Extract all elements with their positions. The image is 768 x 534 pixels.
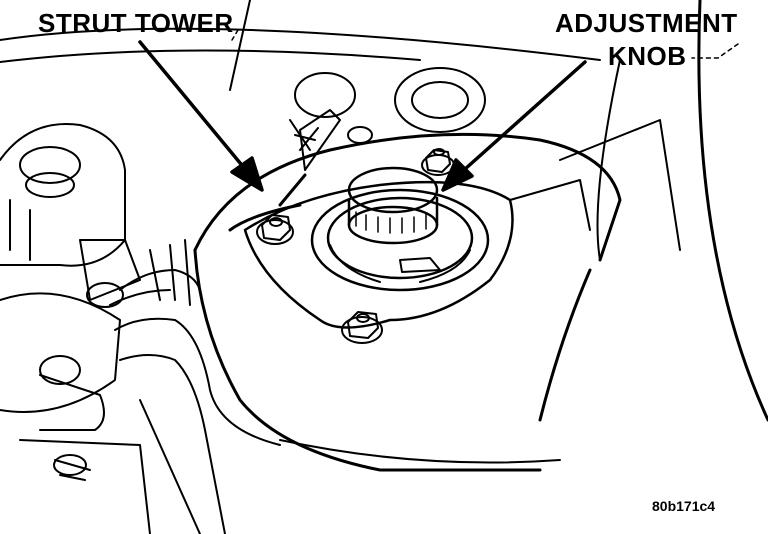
top-mount-plate	[243, 180, 514, 329]
adjustment-knob-arrow-shaft	[453, 60, 587, 180]
adjustment-knob-arrowhead	[441, 158, 474, 192]
mounting-nuts	[256, 148, 455, 344]
strut-mount-rings	[310, 188, 490, 292]
adjustment-knob-label-line1: ADJUSTMENT	[555, 8, 738, 38]
master-cylinder	[0, 123, 151, 534]
adjustment-knob	[347, 166, 439, 245]
nut-left	[256, 214, 294, 245]
strut-tower-body	[193, 119, 681, 472]
strut-tower-arrow-shaft	[138, 40, 252, 177]
strut-tower-label: STRUT TOWER	[38, 8, 234, 38]
callout-leaders-dashed	[231, 29, 739, 59]
background-components	[278, 67, 486, 207]
nut-right	[421, 148, 455, 176]
hose-bundle	[109, 239, 281, 534]
figure-id: 80b171c4	[652, 498, 716, 514]
leader-arrows	[138, 40, 587, 192]
strut-tower-arrowhead	[230, 156, 264, 192]
adjustment-knob-label-line2: KNOB	[608, 41, 687, 71]
nut-bottom	[341, 311, 383, 344]
fender-lines	[0, 0, 768, 422]
